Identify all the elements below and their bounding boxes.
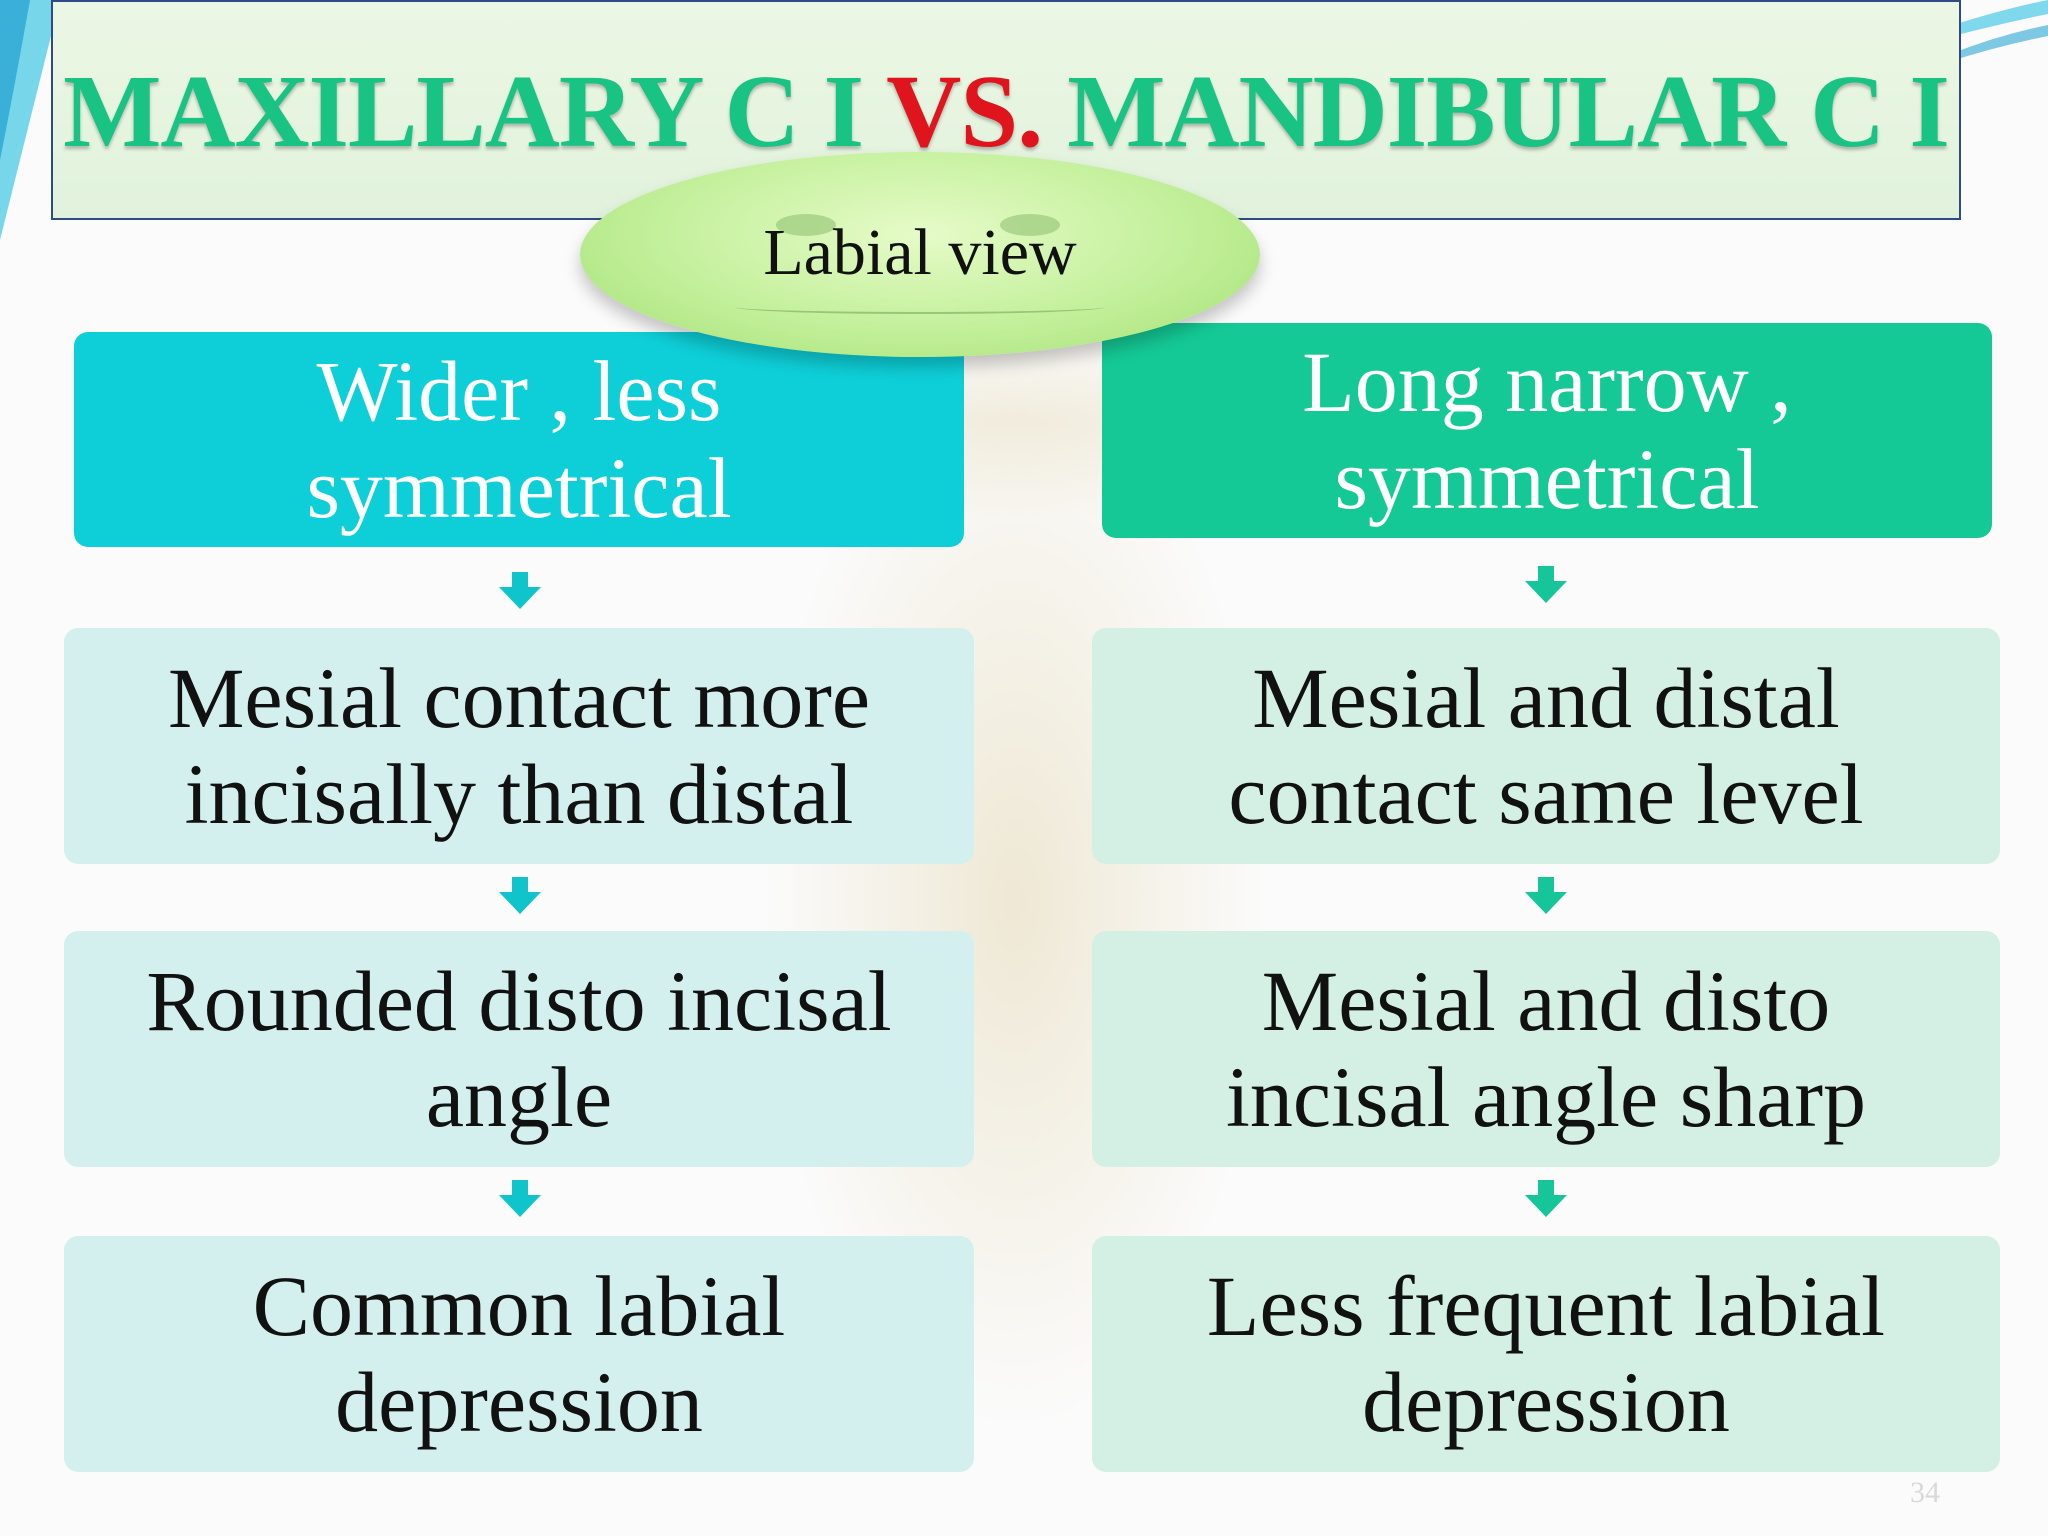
mandibular-header-line-2: symmetrical <box>1334 430 1760 527</box>
mandibular-row-3-line-1: Less frequent labial <box>1206 1257 1886 1354</box>
labial-view-oval: Labial view <box>580 152 1260 357</box>
mandibular-row-1: Mesial and distal contact same level <box>1092 628 2000 864</box>
maxillary-row-1: Mesial contact more incisally than dista… <box>64 628 974 864</box>
maxillary-row-3-line-2: depression <box>335 1354 703 1450</box>
decorative-swoosh-right <box>1938 0 2048 62</box>
mandibular-row-2: Mesial and disto incisal angle sharp <box>1092 931 2000 1167</box>
oval-curve <box>735 300 1105 314</box>
maxillary-row-2-line-1: Rounded disto incisal <box>146 952 892 1049</box>
maxillary-header-box: Wider , less symmetrical <box>74 332 964 547</box>
mandibular-row-3: Less frequent labial depression <box>1092 1236 2000 1472</box>
maxillary-header-line-2: symmetrical <box>306 439 732 536</box>
mandibular-header-box: Long narrow , symmetrical <box>1102 323 1992 538</box>
oval-highlight-right <box>1000 214 1060 236</box>
oval-highlight-left <box>776 214 836 236</box>
maxillary-row-2: Rounded disto incisal angle <box>64 931 974 1167</box>
maxillary-row-2-line-2: angle <box>425 1049 613 1145</box>
mandibular-row-1-line-2: contact same level <box>1228 746 1864 842</box>
maxillary-row-3: Common labial depression <box>64 1236 974 1472</box>
decorative-swoosh-left <box>0 0 60 240</box>
title-maxillary: MAXILLARY C I <box>63 54 887 169</box>
mandibular-row-3-line-2: depression <box>1362 1354 1730 1450</box>
title-banner: MAXILLARY C I VS. MANDIBULAR C I <box>51 0 1961 220</box>
maxillary-row-3-line-1: Common labial <box>252 1257 786 1354</box>
mandibular-row-1-line-1: Mesial and distal <box>1252 649 1840 746</box>
mandibular-row-2-line-1: Mesial and disto <box>1261 952 1831 1049</box>
labial-view-label: Labial view <box>763 216 1077 289</box>
title-mandibular: MANDIBULAR C I <box>1042 54 1950 169</box>
slide-number: 34 <box>1910 1476 1940 1509</box>
maxillary-row-1-line-2: incisally than distal <box>184 746 854 842</box>
slide-title: MAXILLARY C I VS. MANDIBULAR C I <box>53 60 1959 164</box>
title-vs: VS. <box>886 54 1043 169</box>
maxillary-header-line-1: Wider , less <box>316 343 722 440</box>
mandibular-header-line-1: Long narrow , <box>1302 334 1792 431</box>
mandibular-row-2-line-2: incisal angle sharp <box>1225 1049 1866 1145</box>
maxillary-row-1-line-1: Mesial contact more <box>167 649 871 746</box>
